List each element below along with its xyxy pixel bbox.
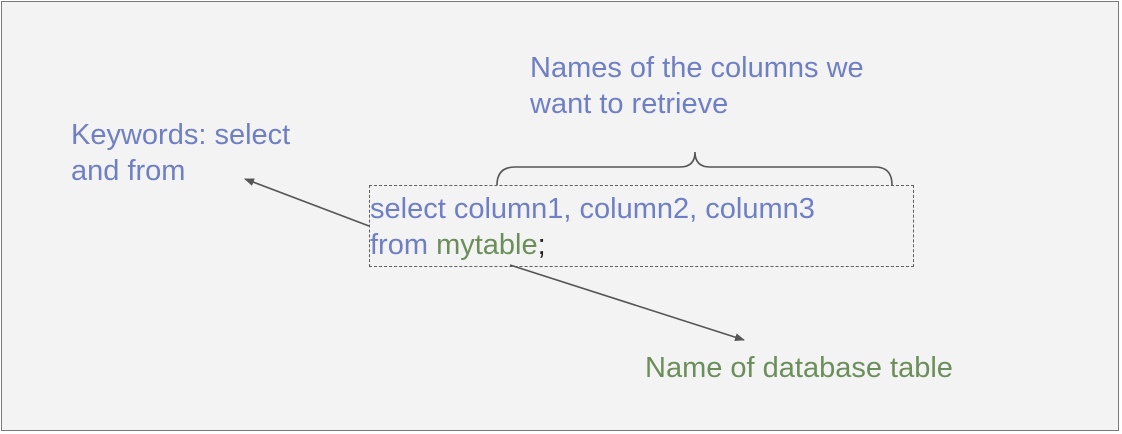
columns-annotation-line-1: Names of the columns we: [530, 52, 864, 84]
sql-line-from: from mytable;: [370, 227, 546, 263]
table-name: mytable: [436, 229, 538, 261]
columns-annotation-line-2: want to retrieve: [530, 88, 729, 120]
select-keyword: select: [370, 193, 446, 225]
keywords-annotation-line-1: Keywords: select: [71, 119, 291, 151]
statement-terminator: ;: [537, 229, 546, 261]
from-keyword: from: [370, 229, 428, 261]
column-list: column1, column2, column3: [445, 193, 815, 225]
sql-line-select: select column1, column2, column3: [370, 191, 815, 227]
space: [428, 229, 436, 261]
columns-annotation: Names of the columns we want to retrieve: [530, 50, 864, 122]
keywords-annotation: Keywords: select and from: [71, 117, 290, 189]
table-annotation: Name of database table: [645, 352, 953, 384]
keywords-annotation-line-2: and from: [71, 155, 186, 187]
